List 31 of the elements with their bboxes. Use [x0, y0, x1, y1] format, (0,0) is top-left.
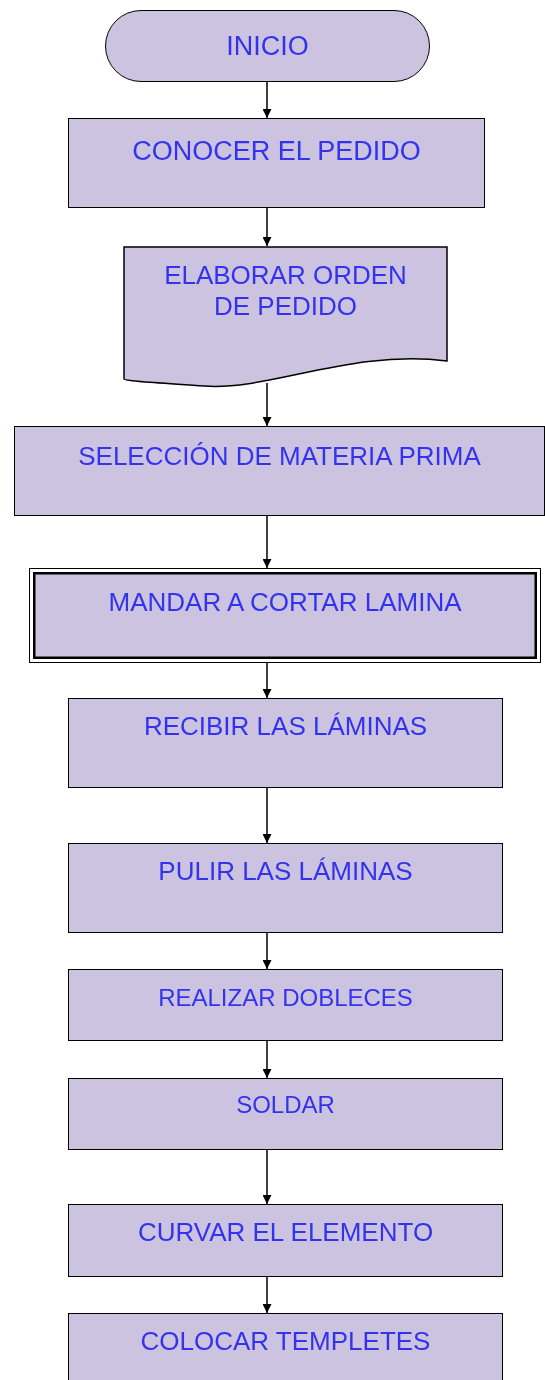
- process-box: [68, 698, 503, 788]
- step-label: PULIR LAS LÁMINAS: [157, 856, 414, 888]
- arrow: [262, 1040, 272, 1079]
- step-label: SELECCIÓN DE MATERIA PRIMA: [77, 441, 482, 473]
- arrow: [262, 787, 272, 844]
- process-box: [14, 426, 545, 516]
- step-label: RECIBIR LAS LÁMINAS: [142, 711, 429, 743]
- arrow: [262, 382, 272, 427]
- step-label: ELABORAR ORDEN DE PEDIDO: [163, 260, 408, 323]
- arrow: [262, 662, 272, 699]
- arrow: [262, 81, 272, 119]
- process-box: [68, 1204, 503, 1277]
- process-box: [68, 1313, 503, 1380]
- arrow: [262, 515, 272, 569]
- arrow: [262, 932, 272, 970]
- process-box: [68, 118, 485, 208]
- subprocess-box: [29, 568, 541, 663]
- process-box: [68, 969, 503, 1041]
- arrow: [262, 1149, 272, 1205]
- arrow: [262, 1276, 272, 1314]
- step-label: CURVAR EL ELEMENTO: [136, 1217, 435, 1249]
- step-label: INICIO: [225, 29, 310, 63]
- process-box: [68, 1078, 503, 1150]
- document-shape: [123, 246, 448, 389]
- arrow: [262, 207, 272, 247]
- step-label: CONOCER EL PEDIDO: [131, 135, 422, 168]
- step-label: REALIZAR DOBLECES: [157, 984, 414, 1013]
- step-label: MANDAR A CORTAR LAMINA: [107, 587, 463, 619]
- step-label: COLOCAR TEMPLETES: [139, 1326, 432, 1358]
- process-box: [68, 843, 503, 933]
- step-label: SOLDAR: [235, 1091, 336, 1120]
